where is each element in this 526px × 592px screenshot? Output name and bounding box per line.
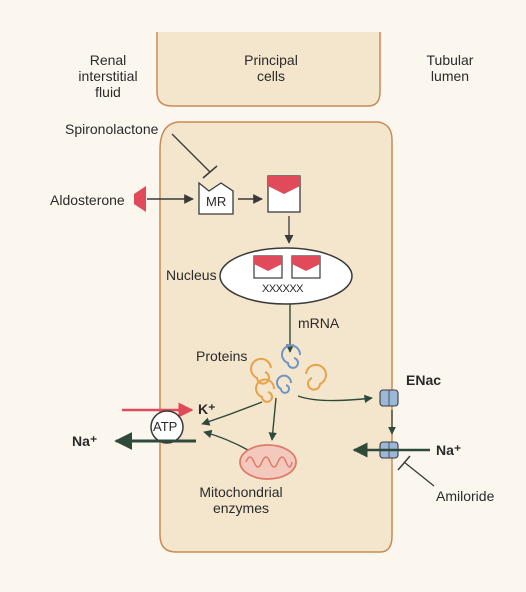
spironolactone-inhibition-line (171, 133, 211, 173)
atp-pump-circle (150, 410, 184, 444)
mitochondrial-enzymes-label: Mitochondrial enzymes (199, 484, 283, 516)
proteins-cluster-icon (250, 344, 327, 403)
proteins-label: Proteins (196, 348, 248, 364)
header-principal-cells: Principal cells (244, 52, 298, 84)
amiloride-bar (397, 455, 411, 471)
na-ion-left-label: Na⁺ (72, 433, 98, 449)
header-tubular-lumen: Tubular lumen (426, 52, 474, 84)
mr-receptor-icon (198, 181, 234, 215)
spironolactone-label: Spironolactone (65, 121, 159, 137)
proteins-to-mito-arrow (268, 397, 277, 441)
enac-label: ENac (406, 372, 442, 388)
mito-to-atp-arrow (203, 429, 249, 451)
dna-label: XXXXXX (262, 283, 304, 295)
mitochondrion-icon (239, 444, 297, 480)
enac-channel-upper-icon (379, 389, 399, 407)
mrna-label: mRNA (298, 315, 340, 331)
upper-cell-outline (156, 32, 381, 107)
amiloride-inhibition-line (403, 461, 435, 487)
nuclear-receptor-complexes (253, 255, 321, 279)
nucleus-label: Nucleus (166, 267, 217, 283)
principal-cell-outline (159, 121, 393, 553)
proteins-to-enac-arrow (297, 394, 373, 404)
aldosterone-ligand-icon (134, 186, 146, 212)
aldosterone-label: Aldosterone (50, 192, 125, 208)
na-ion-right-label: Na⁺ (436, 442, 462, 458)
proteins-to-atp-arrow (201, 401, 263, 426)
inhibition-bar (202, 165, 218, 179)
k-ion-label: K⁺ (198, 401, 216, 417)
complex-ligand-fill (268, 176, 300, 194)
atp-label: ATP (153, 419, 178, 434)
mr-label: MR (206, 194, 227, 209)
header-renal-interstitial-fluid: Renal interstitial fluid (78, 52, 138, 100)
amiloride-label: Amiloride (436, 488, 495, 504)
